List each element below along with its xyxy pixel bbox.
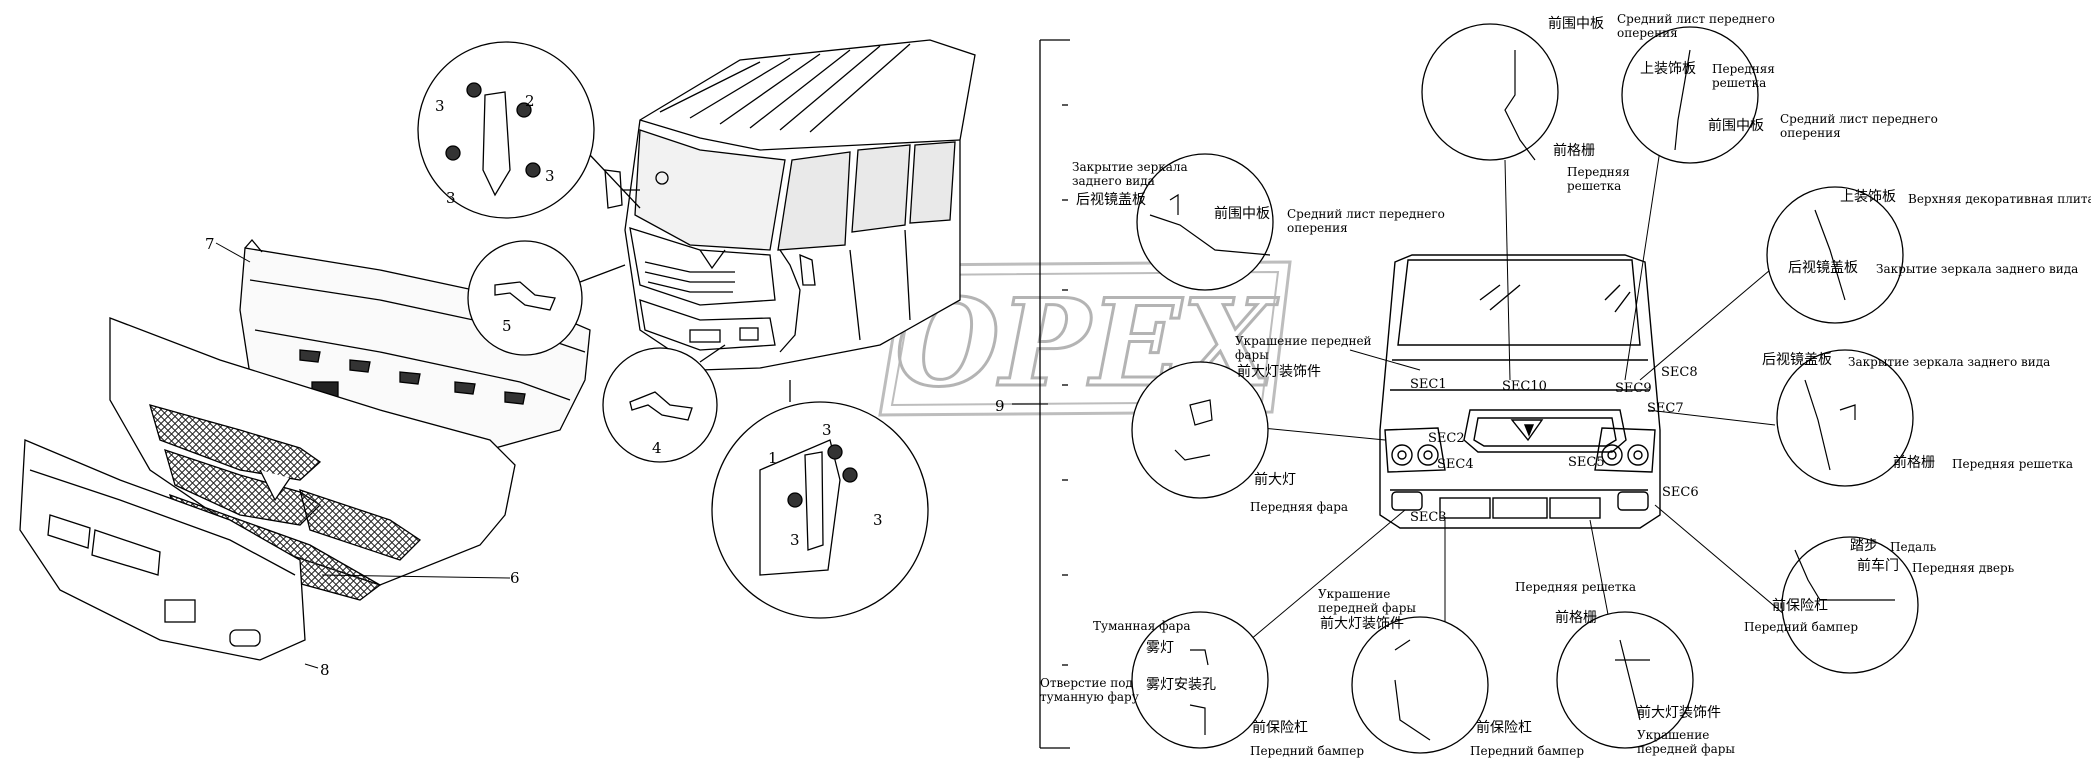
headlight-cn-label: 前大灯 [1254, 472, 1296, 488]
front-mid-panel-cn-label: 前围中板 [1214, 206, 1270, 222]
bumper2-ru-label: Передний бампер [1470, 744, 1585, 758]
headlight-trim-cn-label: 前大灯装饰件 [1237, 364, 1321, 380]
bumper2-cn-label: 前保险杠 [1476, 720, 1532, 736]
headlight-trim-ru-label: Украшение передней фары [1235, 334, 1372, 362]
mirror-cover-ru-label: Закрытие зеркала заднего вида [1072, 160, 1188, 188]
top-mid-panel2-ru-label: Средний лист переднего оперения [1780, 112, 1938, 140]
mirror-cover3-cn-label: 后视镜盖板 [1762, 352, 1832, 368]
callout-circles [1131, 23, 1919, 754]
part-number-1: 1 [768, 449, 778, 467]
fog-hole-cn-label: 雾灯安装孔 [1146, 677, 1216, 693]
grille-cn-label: 前格栅 [1555, 610, 1597, 626]
bumper-cn-label: 前保险杠 [1252, 720, 1308, 736]
part-number-9: 9 [995, 397, 1005, 415]
mirror-cover-cn-label: 后视镜盖板 [1076, 192, 1146, 208]
front-door-ru-label: Передняя дверь [1912, 561, 2015, 575]
section-tag: SEC2 [1428, 431, 1465, 446]
cab-front-view [1379, 254, 1661, 529]
bumper-ru-label: Передний бампер [1250, 744, 1365, 758]
section-tag: SEC8 [1661, 365, 1698, 380]
headlight-trim3-ru-label: Украшение передней фары [1637, 728, 1735, 756]
upper-trim2-ru-label: Верхняя декоративная плита [1908, 192, 2091, 206]
fog-hole-ru-label: Отверстие под туманную фару [1040, 676, 1139, 704]
section-tag: SEC6 [1662, 485, 1699, 500]
mirror-cover3-ru-label: Закрытие зеркала заднего вида [1848, 355, 2051, 369]
truck-cab-drawing [604, 39, 976, 371]
upper-trim-cn-label: 上装饰板 [1640, 61, 1696, 77]
detail-circle-bracket-4 [602, 344, 726, 463]
section-tag: SEC1 [1410, 377, 1447, 392]
detail-circle-bracket-5 [467, 240, 626, 356]
part-number-3: 3 [822, 421, 832, 439]
part-number-3: 3 [873, 511, 883, 529]
headlight-ru-label: Передняя фара [1250, 500, 1349, 514]
part-number-3: 3 [790, 531, 800, 549]
step-cn-label: 踏步 [1850, 538, 1878, 554]
section-tag: SEC10 [1502, 379, 1547, 394]
section-tag: SEC5 [1568, 455, 1605, 470]
section-tag: SEC9 [1615, 381, 1652, 396]
part-number-7: 7 [205, 235, 215, 253]
top-grille-ru-label: Передняя решетка [1567, 165, 1630, 193]
part-number-3: 3 [435, 97, 445, 115]
part-number-3: 3 [446, 189, 456, 207]
grille2-cn-label: 前格栅 [1893, 455, 1935, 471]
front-door-cn-label: 前车门 [1857, 558, 1899, 574]
part-number-2: 2 [525, 92, 535, 110]
mirror-cover2-ru-label: Закрытие зеркала заднего вида [1876, 262, 2079, 276]
section-tag: SEC3 [1410, 510, 1447, 525]
callout-sketches [1149, 49, 1895, 741]
fog-lamp-ru-label: Туманная фара [1093, 619, 1191, 633]
upper-trim2-cn-label: 上装饰板 [1840, 189, 1896, 205]
bumper3-cn-label: 前保险杠 [1772, 598, 1828, 614]
detail-circle-clip [417, 41, 641, 219]
headlight-trim3-cn-label: 前大灯装饰件 [1637, 705, 1721, 721]
top-grille-cn-label: 前格栅 [1553, 143, 1595, 159]
mirror-cover2-cn-label: 后视镜盖板 [1788, 260, 1858, 276]
headlight-trim2-ru-label: Украшение передней фары [1318, 587, 1416, 615]
section-bracket [1039, 39, 1070, 749]
step-ru-label: Педаль [1890, 540, 1937, 554]
headlight-trim2-cn-label: 前大灯装饰件 [1320, 616, 1404, 632]
detail-circle-corner-panel [711, 380, 929, 619]
part-number-5: 5 [502, 317, 512, 335]
section-tag: SEC4 [1437, 457, 1474, 472]
part-number-3: 3 [545, 167, 555, 185]
section-leaders [1249, 149, 1786, 641]
section-tag: SEC7 [1647, 401, 1684, 416]
top-mid-panel2-cn-label: 前围中板 [1708, 118, 1764, 134]
fog-lamp-cn-label: 雾灯 [1146, 640, 1174, 656]
upper-trim-ru-label: Передняя решетка [1712, 62, 1775, 90]
part-number-8: 8 [320, 661, 330, 679]
top-mid-panel-ru-label: Средний лист переднего оперения [1617, 12, 1775, 40]
part-leaders-left [215, 242, 1048, 669]
top-mid-panel-cn-label: 前围中板 [1548, 16, 1604, 32]
grille2-ru-label: Передняя решетка [1952, 457, 2074, 471]
grille-ru-top-label: Передняя решетка [1515, 580, 1637, 594]
front-mid-panel-ru-label: Средний лист переднего оперения [1287, 207, 1445, 235]
part-number-4: 4 [652, 439, 662, 457]
front-bumper [19, 439, 306, 661]
bumper3-ru-label: Передний бампер [1744, 620, 1859, 634]
part-number-6: 6 [510, 569, 520, 587]
